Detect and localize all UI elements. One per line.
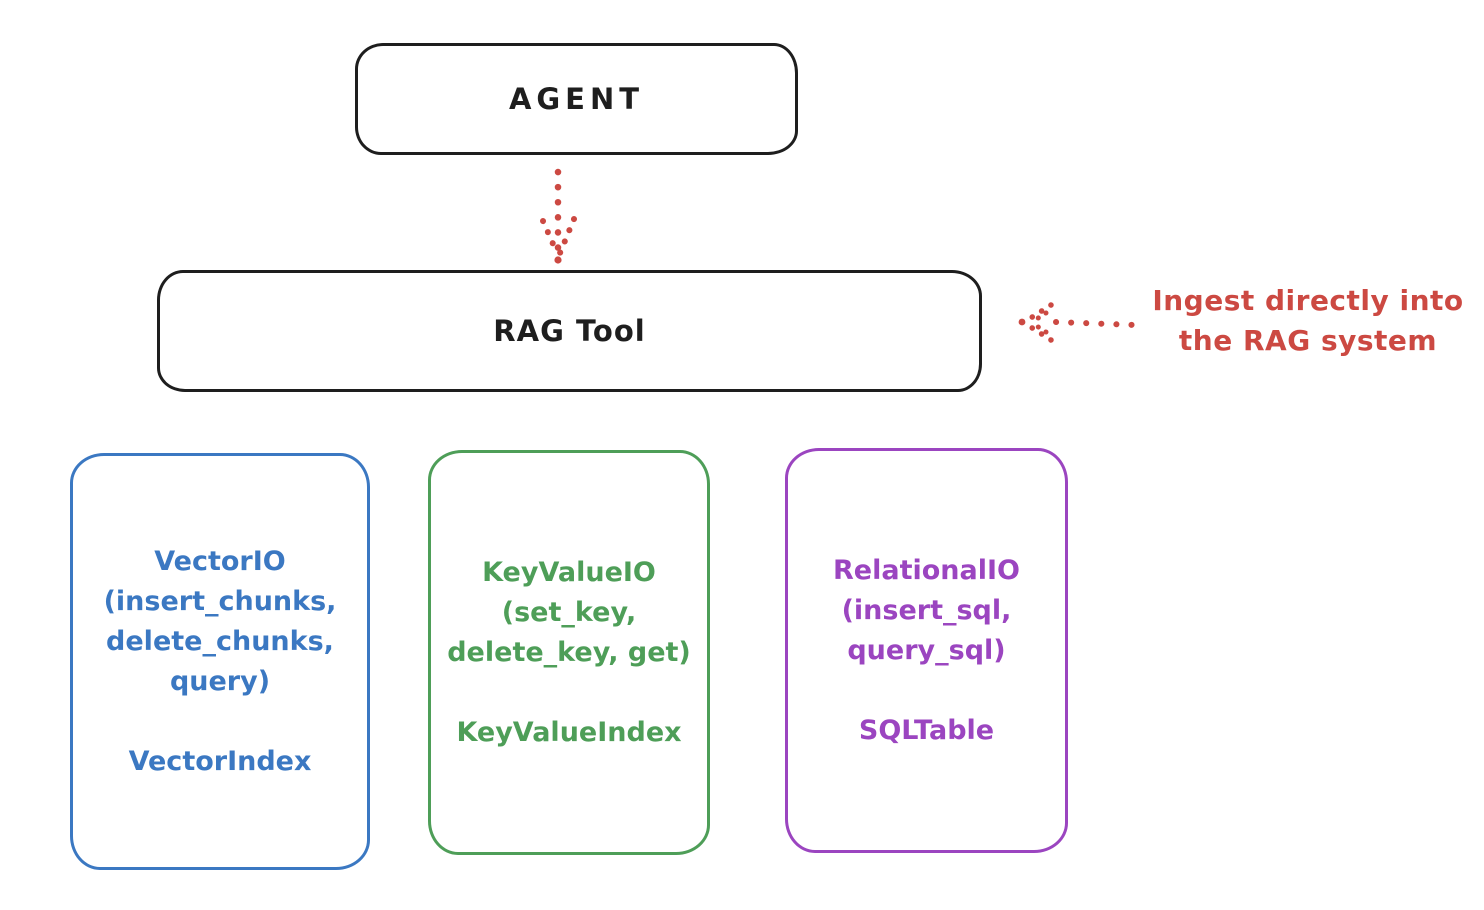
agent-box: AGENT bbox=[355, 43, 798, 155]
card-line: VectorIO bbox=[154, 545, 286, 577]
agent-to-rag-arrow bbox=[540, 168, 577, 264]
card-line: query_sql) bbox=[847, 634, 1006, 666]
card-line: RelationalIO bbox=[833, 554, 1020, 586]
agent-label: AGENT bbox=[508, 82, 645, 116]
card-line: delete_chunks, bbox=[106, 625, 334, 657]
card-line: KeyValueIO bbox=[482, 556, 656, 588]
sql-table-label: SQLTable bbox=[858, 714, 995, 746]
card-line: (insert_sql, bbox=[841, 594, 1012, 626]
rag-tool-box: RAG Tool bbox=[157, 270, 982, 392]
rag-tool-label: RAG Tool bbox=[493, 314, 646, 348]
card-line: (insert_chunks, bbox=[103, 585, 337, 617]
vector-io-methods: VectorIO (insert_chunks, delete_chunks, … bbox=[104, 542, 337, 702]
keyvalue-index-label: KeyValueIndex bbox=[456, 716, 682, 748]
card-line: (set_key, bbox=[501, 596, 637, 628]
relational-io-card: RelationalIO (insert_sql, query_sql) SQL… bbox=[785, 448, 1068, 853]
card-line: query) bbox=[169, 665, 271, 697]
keyvalue-io-methods: KeyValueIO (set_key, delete_key, get) bbox=[447, 553, 691, 673]
ingest-annotation-line-1: Ingest directly into bbox=[1152, 284, 1464, 317]
keyvalue-io-card: KeyValueIO (set_key, delete_key, get) Ke… bbox=[428, 450, 710, 855]
vector-index-label: VectorIndex bbox=[128, 745, 312, 777]
relational-io-methods: RelationalIO (insert_sql, query_sql) bbox=[833, 551, 1020, 671]
ingest-annotation: Ingest directly into the RAG system bbox=[1138, 281, 1478, 361]
annotation-to-rag-arrow bbox=[1018, 302, 1139, 343]
ingest-annotation-line-2: the RAG system bbox=[1178, 324, 1438, 357]
vector-io-card: VectorIO (insert_chunks, delete_chunks, … bbox=[70, 453, 370, 870]
card-line: delete_key, get) bbox=[447, 636, 691, 668]
